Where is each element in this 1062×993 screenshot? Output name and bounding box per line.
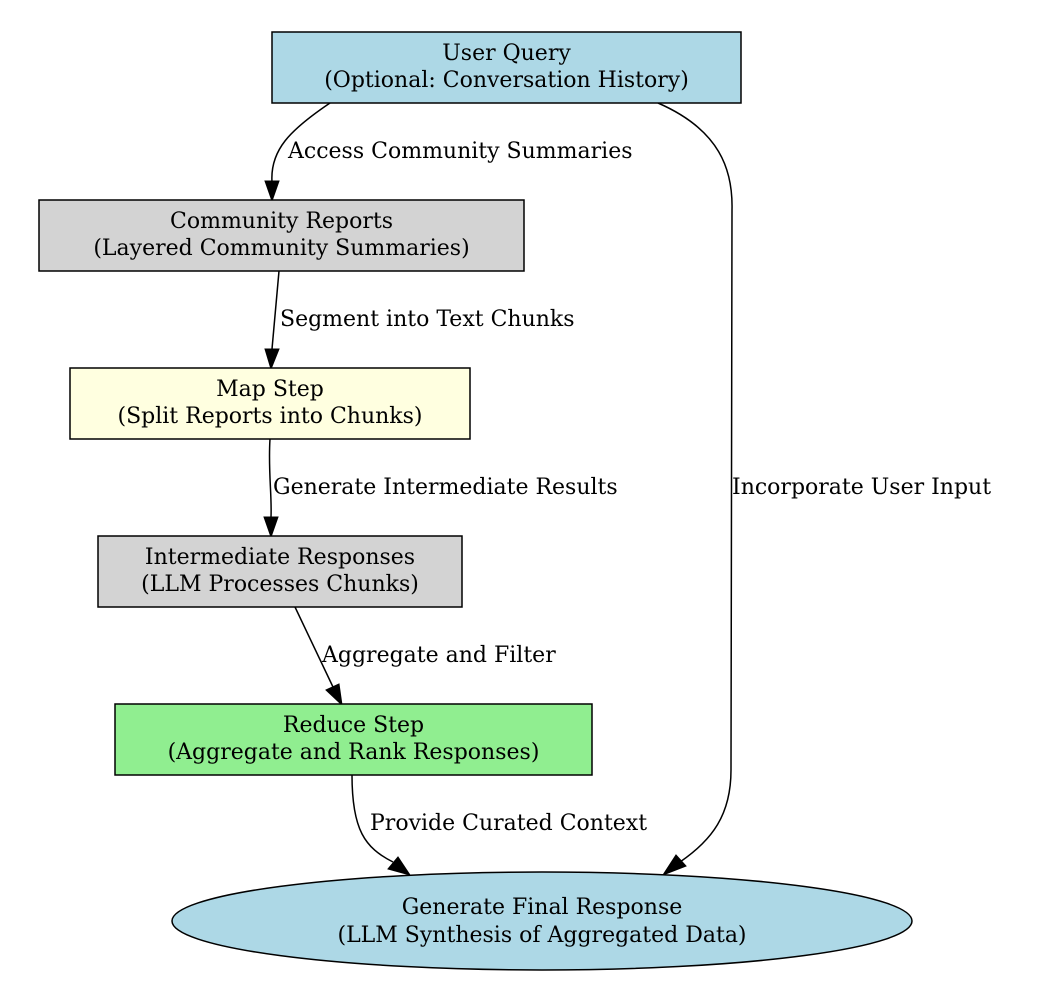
edge-line (271, 102, 331, 183)
edge-line (657, 102, 733, 863)
node-intermediate-responses: Intermediate Responses (LLM Processes Ch… (97, 535, 463, 608)
node-community-reports: Community Reports (Layered Community Sum… (38, 199, 525, 272)
edge-label: Provide Curated Context (370, 811, 647, 836)
edge-generate-intermediate-results: Generate Intermediate Results (263, 438, 618, 539)
edge-line (271, 270, 280, 350)
arrow-head (325, 683, 343, 707)
arrow-head (264, 348, 280, 371)
arrow-head (661, 854, 687, 877)
edge-label: Generate Intermediate Results (273, 475, 618, 500)
edge-label: Incorporate User Input (732, 475, 991, 500)
node-box (271, 31, 742, 104)
node-box (97, 535, 463, 608)
edge-line (268, 438, 272, 518)
node-reduce-step: Reduce Step (Aggregate and Rank Response… (114, 703, 593, 776)
edge-label: Segment into Text Chunks (280, 307, 575, 332)
node-title: Community Reports (170, 209, 393, 234)
node-box (114, 703, 593, 776)
node-title: Reduce Step (283, 713, 424, 738)
edge-provide-curated-context: Provide Curated Context (351, 774, 647, 876)
node-box (38, 199, 525, 272)
arrow-head (387, 856, 412, 876)
node-subtitle: (Split Reports into Chunks) (117, 404, 422, 429)
node-ellipse (171, 871, 913, 971)
edge-label: Access Community Summaries (287, 139, 633, 164)
node-subtitle: (LLM Processes Chunks) (141, 572, 419, 597)
node-box (69, 367, 471, 440)
edge-line (294, 606, 334, 688)
node-title: Intermediate Responses (145, 545, 415, 570)
node-subtitle: (LLM Synthesis of Aggregated Data) (337, 923, 746, 948)
node-subtitle: (Aggregate and Rank Responses) (168, 740, 540, 765)
edge-access-community-summaries: Access Community Summaries (264, 102, 633, 203)
node-final-response: Generate Final Response (LLM Synthesis o… (171, 871, 913, 971)
node-title: Generate Final Response (402, 895, 683, 920)
arrow-head (263, 516, 279, 539)
edge-incorporate-user-input: Incorporate User Input (657, 102, 991, 877)
arrow-head (264, 180, 280, 203)
node-title: Map Step (216, 377, 324, 402)
node-map-step: Map Step (Split Reports into Chunks) (69, 367, 471, 440)
node-title: User Query (442, 41, 571, 66)
node-user-query: User Query (Optional: Conversation Histo… (271, 31, 742, 104)
edge-segment-into-text-chunks: Segment into Text Chunks (264, 270, 575, 371)
node-subtitle: (Layered Community Summaries) (93, 236, 469, 261)
edge-line (351, 774, 394, 863)
edge-aggregate-and-filter: Aggregate and Filter (294, 606, 556, 707)
edge-label: Aggregate and Filter (321, 643, 556, 668)
node-subtitle: (Optional: Conversation History) (324, 68, 689, 93)
